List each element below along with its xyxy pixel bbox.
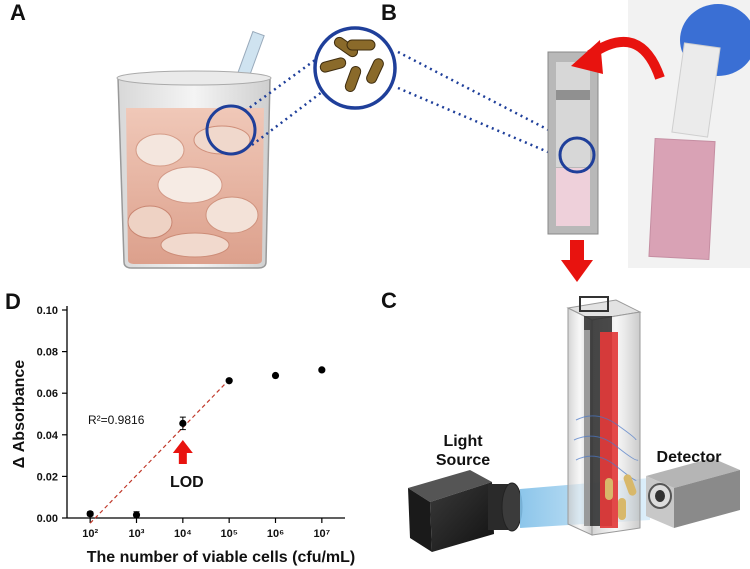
fit-line [89, 379, 230, 524]
lod-arrow-shaft [178, 452, 187, 464]
x-axis-label: The number of viable cells (cfu/mL) [87, 549, 356, 566]
flip-arrow [571, 36, 665, 80]
x-tick-label: 10³ [129, 528, 145, 540]
data-point [86, 510, 94, 518]
pink-strip [648, 137, 716, 261]
light-source [408, 470, 523, 552]
data-points [86, 366, 326, 519]
fit-line-segment [89, 379, 230, 524]
light-source-label-line1: Light [443, 433, 483, 450]
x-tick-label: 10⁴ [174, 528, 192, 540]
detector-label: Detector [656, 449, 722, 466]
panel-label-b: B [381, 0, 397, 25]
y-tick-label: 0.10 [37, 305, 58, 317]
lod-arrow-head [172, 440, 193, 453]
light-source-label: Light Source [418, 432, 508, 470]
magnify-circle-cuvette [558, 136, 596, 174]
data-point [132, 511, 141, 519]
cuvette-3d [566, 296, 642, 536]
x-tick-label: 10² [82, 528, 98, 540]
test-strip-photo [628, 0, 750, 268]
x-tick-label: 10⁶ [267, 528, 284, 540]
panel-label-d: D [5, 289, 21, 314]
down-arrow [561, 240, 593, 282]
data-point [225, 377, 233, 385]
light-source-label-line2: Source [435, 452, 491, 469]
panel-label-c: C [381, 288, 397, 313]
chart: 0.00 0.02 0.04 0.06 0.08 0.10 10² 10³ 10⁴ 10⁵ 10⁶ 1… [11, 305, 355, 566]
data-point [271, 371, 280, 380]
bacteria-zoom [313, 26, 397, 110]
chart-axes: 0.00 0.02 0.04 0.06 0.08 0.10 10² 10³ 10⁴ 10⁵ 10⁶ 1… [11, 305, 355, 566]
data-point [318, 366, 326, 374]
y-tick-label: 0.02 [37, 471, 58, 483]
x-tick-label: 10⁷ [313, 528, 330, 540]
detector [646, 458, 740, 528]
magnify-circle-beaker [205, 104, 257, 156]
y-tick-label: 0.08 [37, 347, 58, 359]
y-axis-label: Δ Absorbance [11, 360, 28, 469]
beaker-illustration [116, 30, 272, 269]
panel-label-a: A [10, 0, 26, 25]
y-tick-label: 0.04 [37, 430, 59, 442]
data-point [179, 419, 187, 427]
y-tick-label: 0.06 [37, 388, 58, 400]
r-squared-label: R²=0.9816 [88, 413, 145, 427]
connector-lines [244, 50, 569, 160]
lod-label: LOD [170, 474, 204, 491]
x-tick-label: 10⁵ [220, 528, 237, 540]
y-tick-label: 0.00 [37, 513, 58, 525]
cuvette-photo [547, 51, 599, 235]
